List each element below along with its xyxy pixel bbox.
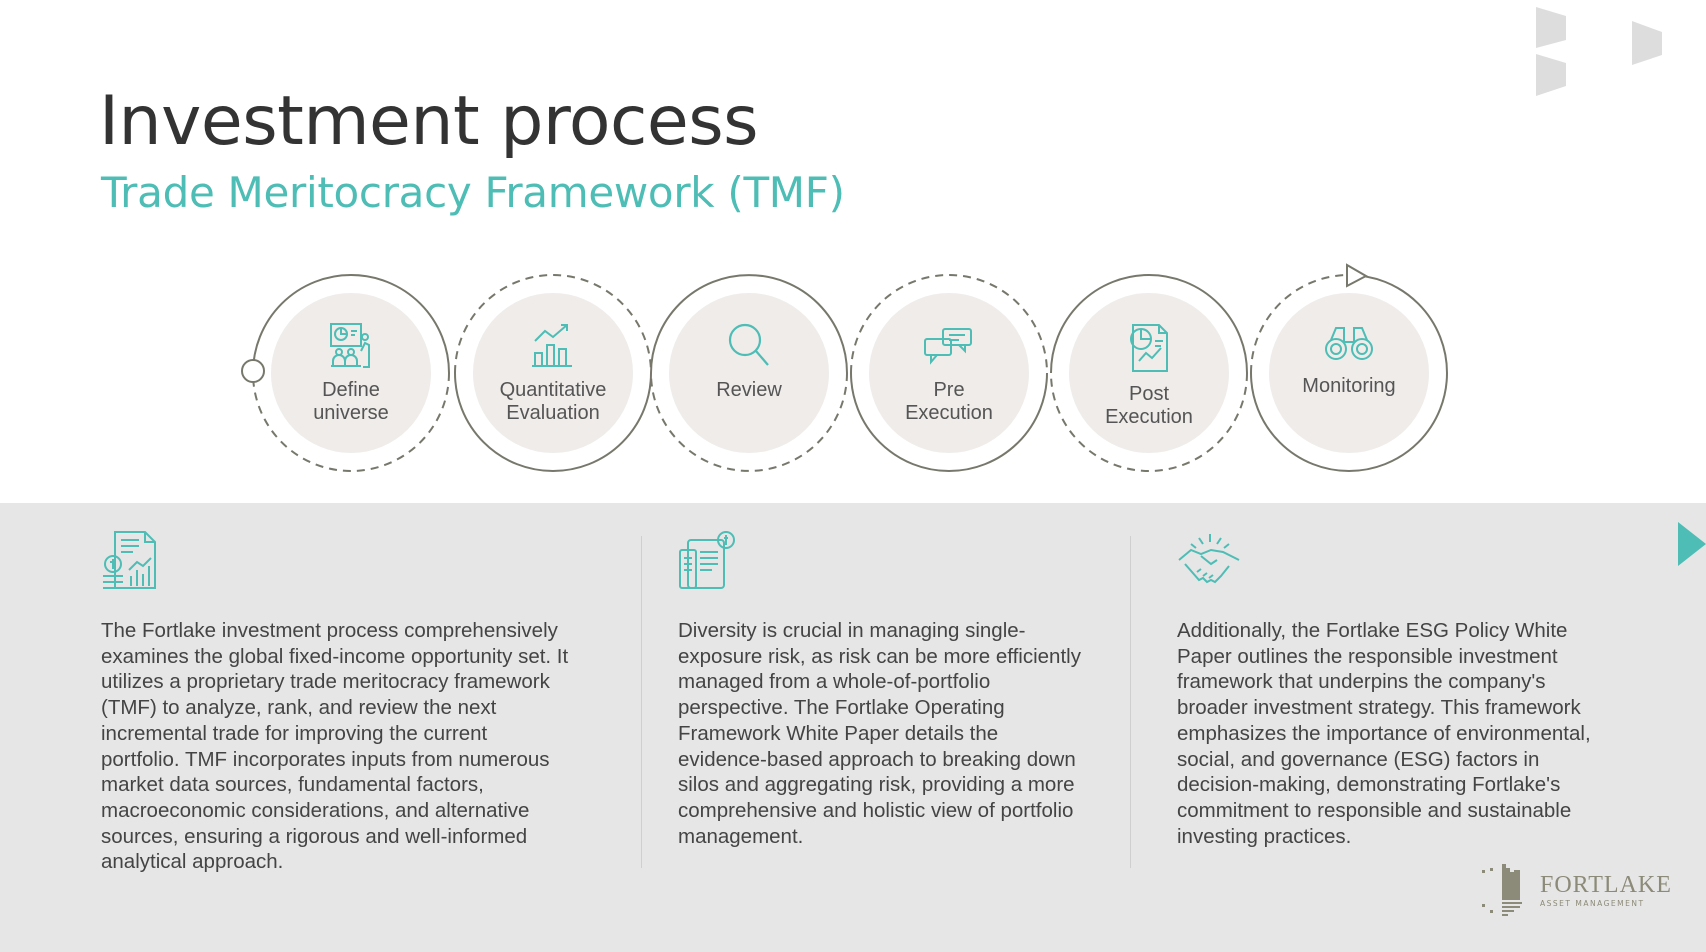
- ring-6-top: [1250, 274, 1350, 374]
- ring-3-bottom: [650, 372, 848, 472]
- deco-shape: [1536, 7, 1566, 48]
- column-divider: [1130, 536, 1131, 868]
- step-label: Pre Execution: [905, 379, 993, 424]
- ring-4-bottom: [850, 372, 1048, 472]
- column-diversity: Diversity is crucial in managing single-…: [678, 530, 1081, 848]
- start-node: [241, 359, 265, 383]
- castle-logo-icon: [1482, 864, 1522, 916]
- decorative-shapes: [1536, 7, 1662, 96]
- ring-6-right: [1250, 274, 1448, 472]
- column-divider: [641, 536, 642, 868]
- ring-1-top: [252, 274, 450, 374]
- step-label: Define universe: [313, 379, 389, 424]
- process-flow: Define universe Quantitative Evaluation …: [0, 250, 1706, 500]
- binoculars-icon: [1325, 327, 1373, 360]
- step-label: Post Execution: [1105, 383, 1193, 428]
- step-quantitative-evaluation[interactable]: Quantitative Evaluation: [473, 293, 633, 453]
- magnifier-icon: [728, 323, 769, 366]
- column-process: The Fortlake investment process comprehe…: [101, 530, 568, 873]
- step-pre-execution[interactable]: Pre Execution: [869, 293, 1029, 453]
- end-arrow-icon: [1346, 263, 1369, 288]
- handshake-icon: [1178, 534, 1240, 584]
- ring-2-bottom: [454, 372, 652, 472]
- ring-3-top: [650, 274, 848, 374]
- description-band: [0, 503, 1706, 952]
- step-review[interactable]: Review: [669, 293, 829, 453]
- process-rings: [241, 263, 1448, 472]
- column-esg: Additionally, the Fortlake ESG Policy Wh…: [1177, 530, 1591, 848]
- step-define-universe[interactable]: Define universe: [271, 293, 431, 453]
- step-label: Review: [716, 379, 782, 401]
- ring-5-bottom: [1050, 372, 1248, 472]
- step-label: Quantitative Evaluation: [499, 379, 607, 424]
- column-text: The Fortlake investment process comprehe…: [101, 619, 569, 874]
- financial-report-icon: [103, 531, 156, 589]
- portfolio-document-icon: [679, 531, 735, 589]
- column-text: Additionally, the Fortlake ESG Policy Wh…: [1177, 619, 1591, 848]
- deco-shape: [1632, 21, 1662, 65]
- deco-shape: [1536, 54, 1566, 96]
- ring-5-top: [1050, 274, 1248, 374]
- chat-bubbles-icon: [924, 328, 972, 365]
- report-icon: [1130, 324, 1168, 372]
- step-label: Monitoring: [1302, 375, 1396, 397]
- logo-name: FORTLAKE: [1540, 872, 1672, 898]
- next-arrow-icon[interactable]: [1678, 522, 1706, 566]
- bar-chart-growth-icon: [532, 324, 572, 367]
- fortlake-logo: FORTLAKE ASSET MANAGEMENT: [1480, 862, 1672, 918]
- step-monitoring[interactable]: Monitoring: [1269, 293, 1429, 453]
- logo-tagline: ASSET MANAGEMENT: [1540, 899, 1645, 908]
- presentation-icon: [330, 323, 370, 368]
- ring-2-top: [454, 274, 652, 374]
- column-text: Diversity is crucial in managing single-…: [678, 619, 1081, 848]
- ring-4-top: [850, 274, 1048, 374]
- step-post-execution[interactable]: Post Execution: [1069, 293, 1229, 453]
- page-subtitle: Trade Meritocracy Framework (TMF): [101, 168, 845, 217]
- ring-1-bottom: [252, 372, 450, 472]
- page-title: Investment process: [99, 82, 759, 161]
